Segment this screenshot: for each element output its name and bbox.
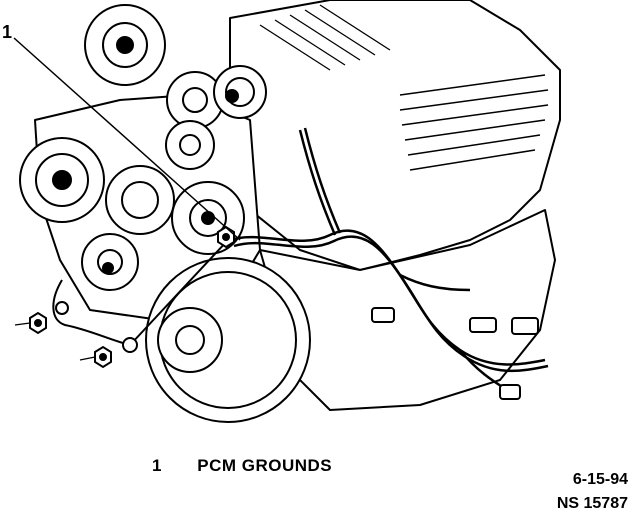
- idler-pulley-top: [166, 71, 224, 129]
- crankshaft-pulley: [145, 257, 311, 423]
- legend: 1 PCM GROUNDS: [152, 456, 332, 476]
- legend-number: 1: [152, 456, 162, 475]
- connector-3: [511, 317, 539, 335]
- legend-label: PCM GROUNDS: [197, 456, 333, 475]
- ground-strap: [52, 239, 229, 346]
- tensioner-pulley: [213, 65, 267, 119]
- upper-pulley: [84, 4, 166, 86]
- alternator-pulley: [19, 137, 105, 223]
- callout-number: 1: [2, 22, 13, 42]
- ground-bolt-2: [94, 345, 112, 369]
- ground-bolt-1: [29, 311, 47, 335]
- connector-1: [371, 307, 395, 323]
- figure-date: 6-15-94: [572, 471, 628, 488]
- top-ribs: [259, 4, 391, 71]
- wiring-harness: [229, 127, 549, 397]
- connector-4: [499, 384, 521, 400]
- callout-leader: [13, 37, 241, 241]
- pulley-small: [105, 165, 175, 235]
- ground-terminal: [55, 301, 138, 353]
- ground-bolt-3: [217, 225, 235, 249]
- figure-code: NS 15787: [556, 495, 628, 512]
- figure-meta: 6-15-94 NS 15787: [557, 468, 628, 516]
- leader-lines: [14, 322, 96, 361]
- idler-pulley-mid: [165, 120, 215, 170]
- intake-manifold: [229, 0, 561, 271]
- valve-cover: [399, 74, 549, 171]
- water-pump-pulley: [81, 233, 139, 291]
- connector-2: [469, 317, 497, 333]
